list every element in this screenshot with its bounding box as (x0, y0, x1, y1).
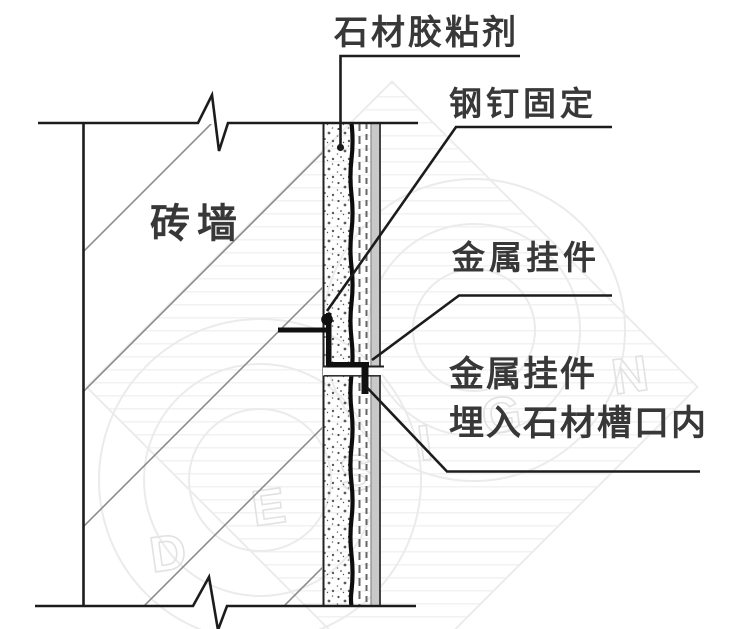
top-edge-with-break (38, 90, 418, 152)
bottom-edge-with-break (35, 573, 416, 629)
label-metal-hanger-embedded: 金属挂件 埋入石材槽口内 (449, 350, 708, 448)
label-metal-hanger-embedded-line1: 金属挂件 (449, 355, 598, 394)
leader-lines (325, 54, 700, 473)
label-metal-hanger-embedded-line2: 埋入石材槽口内 (449, 404, 709, 443)
leader-metal-hanger (371, 294, 612, 362)
metal-hanger-bracket (278, 313, 369, 394)
joint-gap (323, 367, 382, 376)
brick-hatch (84, 124, 322, 605)
label-brick-wall: 砖墙 (150, 202, 244, 246)
hanger-top-arm (278, 327, 327, 333)
stone-panel-joint (323, 365, 384, 377)
leader-hanger-embedded (366, 387, 700, 473)
leader-steel-nail (325, 125, 612, 312)
leader-stone-adhesive (339, 54, 520, 146)
leader-stone-adhesive-dot (336, 143, 345, 152)
hanger-pin-in-groove (361, 367, 369, 394)
label-stone-adhesive: 石材胶粘剂 (334, 14, 519, 52)
stone-panel-layer (371, 123, 380, 606)
label-steel-nail-fixing: 钢钉固定 (449, 85, 597, 122)
watermark-circle (367, 223, 581, 437)
wall-outline (35, 90, 418, 629)
watermark-circle (98, 318, 422, 629)
hanger-vertical-leg (326, 313, 332, 366)
label-metal-hanger: 金属挂件 (452, 239, 600, 276)
hanger-foot (327, 362, 369, 368)
